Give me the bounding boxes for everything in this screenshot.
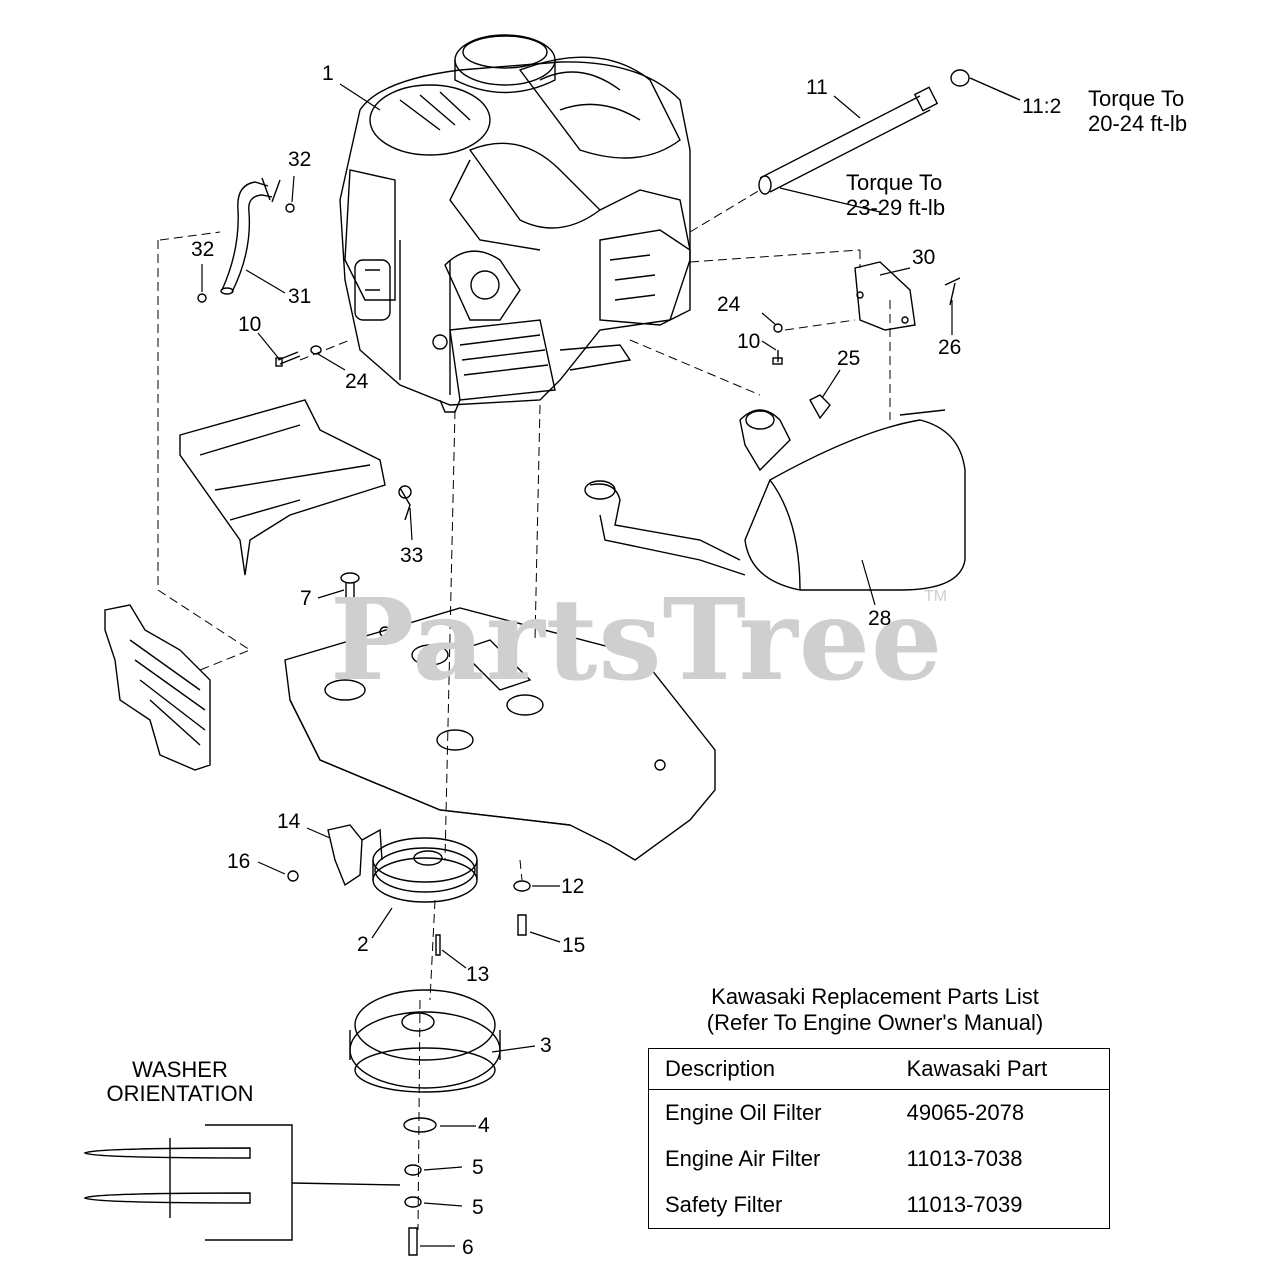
callout-25: 25 — [837, 347, 861, 370]
callout-26: 26 — [938, 336, 962, 359]
callout-10-right: 10 — [737, 330, 761, 353]
header-part-number: Kawasaki Part — [888, 1048, 1110, 1090]
washer-title-line1: WASHER — [132, 1057, 228, 1082]
parts-list-title: Kawasaki Replacement Parts List (Refer T… — [640, 984, 1110, 1036]
table-row: Engine Air Filter 11013-7038 — [649, 1136, 1110, 1182]
side-guard — [104, 604, 211, 771]
engine-deck — [284, 607, 716, 861]
callout-31: 31 — [288, 285, 312, 308]
torque-note-line2: 20-24 ft-lb — [1088, 111, 1188, 136]
callout-11-2: 11:2 — [1022, 95, 1062, 118]
callout-5-upper: 5 — [472, 1156, 484, 1179]
row-part-number: 11013-7038 — [906, 1146, 1023, 1171]
row-description: Engine Air Filter — [665, 1146, 821, 1171]
torque-note-line1: Torque To — [846, 170, 943, 195]
parts-list-title-line1: Kawasaki Replacement Parts List — [711, 984, 1039, 1009]
callout-32-upper: 32 — [288, 148, 312, 171]
washer-bolt-key — [435, 880, 531, 956]
parts-list-title-line2: (Refer To Engine Owner's Manual) — [706, 1010, 1044, 1035]
callout-12: 12 — [561, 875, 585, 898]
callout-24-left: 24 — [345, 370, 369, 393]
callout-4: 4 — [478, 1114, 490, 1137]
pin — [340, 572, 360, 601]
engine — [339, 34, 691, 413]
callout-3: 3 — [540, 1034, 552, 1057]
callout-13: 13 — [466, 963, 490, 986]
callout-30: 30 — [912, 246, 936, 269]
callout-33: 33 — [400, 544, 424, 567]
muffler — [584, 409, 966, 591]
table-row: Safety Filter 11013-7039 — [649, 1182, 1110, 1229]
electric-clutch — [349, 989, 501, 1093]
table-header-row: Description Kawasaki Part — [648, 1048, 1110, 1090]
engine-shield — [179, 399, 412, 576]
callout-16: 16 — [227, 850, 251, 873]
callout-7: 7 — [300, 587, 312, 610]
callout-15: 15 — [562, 934, 586, 957]
callout-32-lower: 32 — [191, 238, 215, 261]
exhaust-pipe — [758, 69, 1021, 195]
callout-14: 14 — [277, 810, 301, 833]
washer-stack — [403, 1117, 437, 1256]
watermark-logo: PartsTree — [330, 575, 944, 706]
trademark-mark: TM — [924, 588, 948, 605]
callout-11: 11 — [806, 76, 828, 99]
clutch-bracket — [287, 824, 383, 887]
callout-5-lower: 5 — [472, 1196, 484, 1219]
callout-2: 2 — [357, 933, 369, 956]
row-description: Engine Oil Filter — [665, 1100, 822, 1125]
header-description: Description — [648, 1048, 889, 1090]
bolt-10-left — [275, 345, 322, 367]
torque-note-exhaust-end: Torque To 20-24 ft-lb — [1088, 86, 1187, 136]
callout-10-left: 10 — [238, 313, 262, 336]
callout-28: 28 — [868, 607, 892, 630]
muffler-bracket — [772, 261, 961, 365]
callout-24-right: 24 — [717, 293, 741, 316]
callout-6: 6 — [462, 1236, 474, 1259]
torque-note-exhaust-start: Torque To 23-29 ft-lb — [846, 170, 945, 220]
breather-hose — [197, 177, 295, 303]
parts-list-table: Description Kawasaki Part Engine Oil Fil… — [648, 1048, 1110, 1229]
row-part-number: 11013-7039 — [906, 1192, 1023, 1217]
callout-1: 1 — [322, 62, 334, 85]
pulley — [372, 837, 478, 903]
washer-orientation-detail — [83, 1124, 401, 1241]
torque-note-line2: 23-29 ft-lb — [846, 195, 946, 220]
washer-title-line2: ORIENTATION — [106, 1081, 254, 1106]
washer-orientation-title: WASHER ORIENTATION — [80, 1058, 280, 1106]
table-row: Engine Oil Filter 49065-2078 — [649, 1090, 1110, 1137]
torque-note-line1: Torque To — [1088, 86, 1185, 111]
muffler-clamp — [809, 394, 831, 420]
row-description: Safety Filter — [665, 1192, 783, 1217]
row-part-number: 49065-2078 — [906, 1100, 1025, 1125]
